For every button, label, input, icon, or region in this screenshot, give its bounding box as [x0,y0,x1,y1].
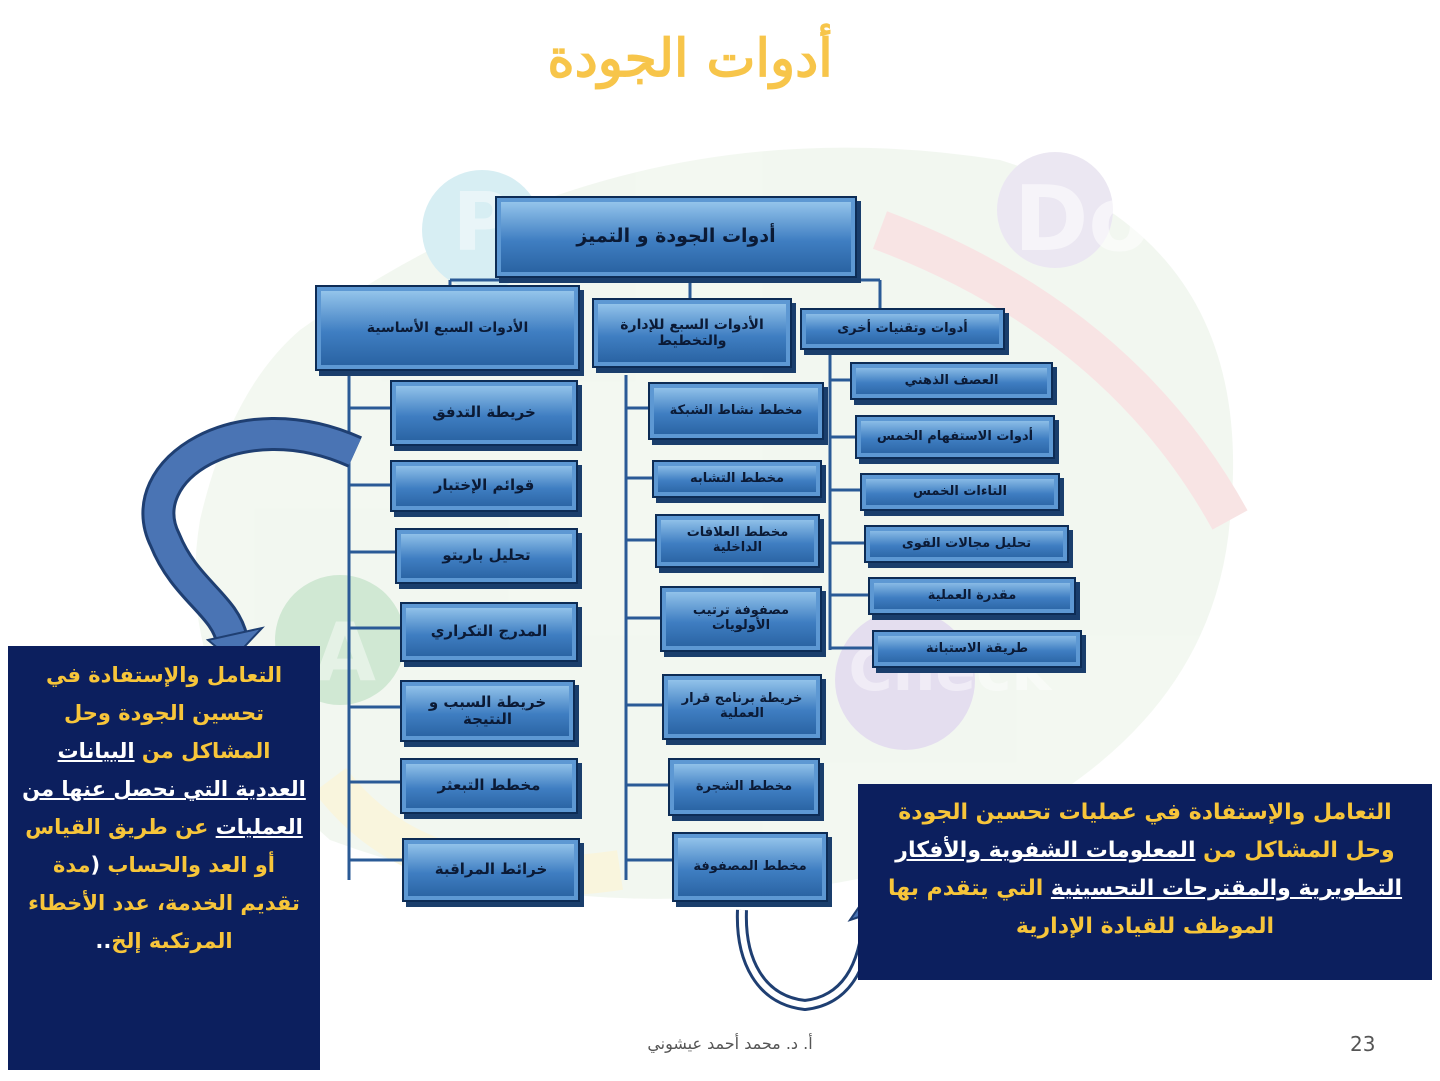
node-tree-diagram: مخطط الشجرة [668,758,820,816]
left-note-paren: ( [90,853,101,877]
node-process-capability: مقدرة العملية [868,577,1076,615]
left-note-box: التعامل والإستفادة في تحسين الجودة وحل ا… [8,646,320,1070]
node-interrelationship: مخطط العلاقات الداخلية [655,514,820,568]
right-note-part: التي يتقدم بها الموظف للقيادة الإدارية [887,876,1275,939]
right-note-underlined: المعلومات الشفوية والأفكار التطويرية وال… [895,838,1403,901]
bottom-curved-arrow-icon [738,909,871,1009]
root-node: أدوات الجودة و التميز [495,196,857,278]
left-note-part: التعامل والإستفادة في تحسين الجودة وحل ا… [45,663,283,763]
page-title: أدوات الجودة [547,28,833,89]
node-control-charts: خرائط المراقبة [402,838,580,902]
node-priority-matrix: مصفوفة ترتيب الأولويات [660,586,822,652]
right-note-box: التعامل والإستفادة في عمليات تحسين الجود… [858,784,1432,980]
node-pareto: تحليل باريتو [395,528,578,584]
node-brainstorming: العصف الذهني [850,362,1053,400]
node-network-diagram: مخطط نشاط الشبكة [648,382,824,440]
branch-other-tools: أدوات وتقنيات أخرى [800,308,1005,350]
node-histogram: المدرج التكراري [400,602,578,662]
do-circle-icon [997,152,1113,268]
node-flowchart: خريطة التدفق [390,380,578,446]
node-affinity: مخطط التشابه [652,460,822,498]
do-letter: Do [1014,167,1151,272]
node-scatter: مخطط التبعثر [400,758,578,814]
right-note-part: التعامل والإستفادة في عمليات تحسين الجود… [898,800,1395,863]
node-cause-effect: خريطة السبب و النتيجة [400,680,575,742]
page-number: 23 [1350,1032,1376,1056]
node-checklists: قوائم الإختبار [390,460,578,512]
footer-author: أ. د. محمد أحمد عيشوني [647,1034,813,1053]
left-note-dots: .. [95,929,112,953]
left-note-part: عن طريق القياس أو العد والحساب [25,815,276,877]
node-matrix-diagram: مخطط المصفوفة [672,832,828,902]
node-five-ts: التاءات الخمس [860,473,1060,511]
bottom-curved-arrow-outline [735,909,874,1012]
node-questionnaire: طريقة الاستبانة [872,630,1082,668]
branch-basic-tools: الأدوات السبع الأساسية [315,285,580,371]
left-note-part: مدة تقديم الخدمة، عدد الأخطاء المرتكبة إ… [28,853,300,953]
node-force-field: تحليل مجالات القوى [864,525,1069,563]
act-letter: A [314,606,376,699]
branch-management-tools: الأدوات السبع للإدارة والتخطيط [592,298,792,368]
node-pdpc: خريطة برنامج قرار العملية [662,674,822,740]
node-five-whys: أدوات الاستفهام الخمس [855,415,1055,459]
left-note-underlined: البيانات العددية التي نحصل عنها من العمل… [22,739,306,839]
left-curved-arrow-icon [144,420,361,644]
